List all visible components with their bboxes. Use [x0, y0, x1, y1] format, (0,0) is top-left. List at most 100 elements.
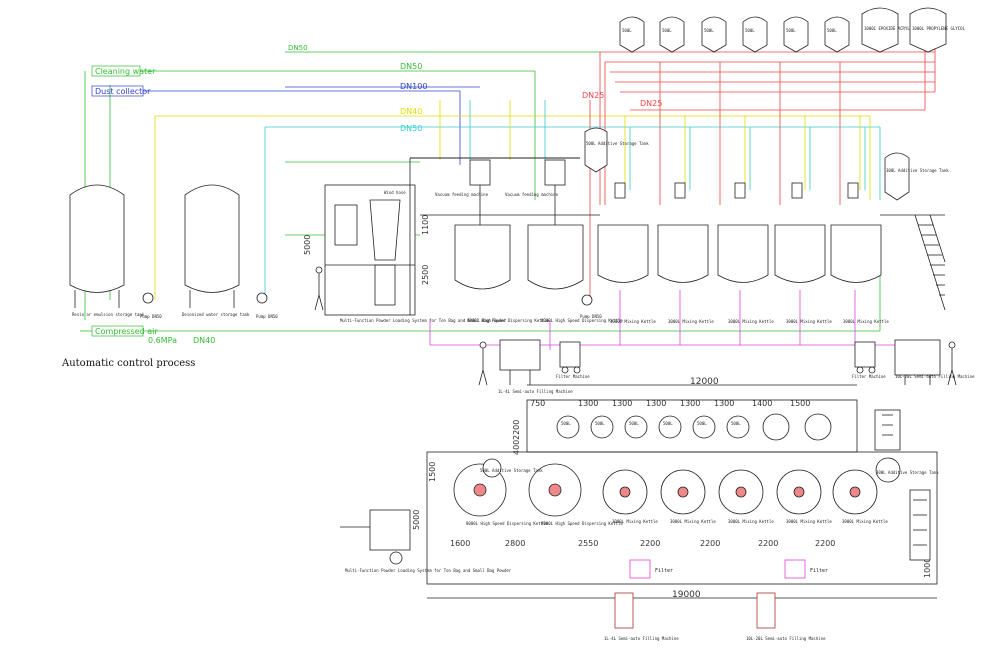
- vacuum-feeding-label: Vacuum feeding machine: [435, 192, 489, 197]
- svg-text:1300: 1300: [680, 399, 700, 408]
- svg-text:3000L Mixing Kettle: 3000L Mixing Kettle: [786, 319, 832, 324]
- plan-mixing-kettle-5: 3000L Mixing Kettle: [832, 469, 888, 524]
- svg-text:1000L EPOXIDE ACRYLIC: 1000L EPOXIDE ACRYLIC: [864, 26, 915, 31]
- svg-text:3000L Mixing Kettle: 3000L Mixing Kettle: [728, 319, 774, 324]
- mixing-kettle-2: 3000L Mixing Kettle: [657, 182, 714, 324]
- plan-length-dim: 19000: [672, 590, 701, 600]
- plan-additive-tank-2: 300L Additive Storage Tank: [875, 457, 939, 483]
- pipe-labels: Cleaning water Dust collector Compressed…: [91, 44, 662, 345]
- mixing-kettle-4: 3000L Mixing Kettle: [774, 182, 832, 324]
- svg-text:Pump DN50: Pump DN50: [256, 314, 278, 319]
- dn50-top-label: DN50: [288, 44, 308, 52]
- filling-machine-1: 1L-4L Semi-auto Filling Machine: [498, 339, 573, 394]
- plan-powder-loading: Multi-Function Powder Loading System for…: [340, 509, 512, 573]
- plan-bottom-dims: 1600 2800 2550 2200 2200 2200 2200: [450, 539, 835, 548]
- top-tank-1: 500L: [619, 16, 645, 53]
- svg-text:8000L High Speed Dispersing Ke: 8000L High Speed Dispersing Kettle: [541, 318, 623, 323]
- plan-width-dim: 12000: [690, 377, 719, 387]
- svg-text:500L: 500L: [786, 28, 796, 33]
- top-tank-7: 1000L EPOXIDE ACRYLIC: [861, 7, 915, 53]
- pump-1: Pump DN50: [140, 292, 162, 319]
- mixing-kettle-3: 3000L Mixing Kettle: [717, 182, 774, 324]
- additive-storage-tank-1: 500L Additive Storage Tank: [584, 127, 649, 173]
- dn40-label: DN40: [193, 336, 215, 345]
- svg-text:1300: 1300: [612, 399, 632, 408]
- svg-text:500L: 500L: [663, 421, 673, 426]
- svg-text:2550: 2550: [578, 539, 598, 548]
- compressed-air-label: Compressed air: [95, 327, 158, 336]
- top-tank-8: 1000L PROPYLENE GLYCOL: [909, 7, 966, 53]
- svg-text:500L Additive Storage Tank: 500L Additive Storage Tank: [480, 468, 543, 473]
- operator-figure-3: [947, 341, 957, 386]
- svg-text:500L: 500L: [827, 28, 837, 33]
- svg-text:1000L PROPYLENE GLYCOL: 1000L PROPYLENE GLYCOL: [912, 26, 966, 31]
- mixing-kettle-5: 3000L Mixing Kettle: [830, 182, 889, 324]
- dispersing-kettle-2: 8000L High Speed Dispersing Kettle: [527, 159, 623, 323]
- svg-text:3000L Mixing Kettle: 3000L Mixing Kettle: [843, 319, 889, 324]
- plan-stairs: [874, 409, 931, 561]
- cleaning-water-label: Cleaning water: [95, 67, 156, 76]
- svg-text:Pump DN50: Pump DN50: [140, 314, 162, 319]
- stairs-elevation: [914, 214, 946, 311]
- process-title: Automatic control process: [62, 358, 196, 369]
- plan-filling-machine-1: 1L-4L Semi-auto Filling Machine: [604, 592, 679, 641]
- svg-text:8000L High Speed Dispersing Ke: 8000L High Speed Dispersing Kettle: [467, 318, 549, 323]
- svg-text:2200: 2200: [640, 539, 660, 548]
- pump-2: Pump DN50: [256, 292, 278, 319]
- svg-text:10L-20L Semi-auto Filling Mach: 10L-20L Semi-auto Filling Machine: [895, 374, 975, 379]
- operator-figure-2: [478, 341, 488, 386]
- svg-text:Deionized water storage tank: Deionized water storage tank: [182, 312, 250, 317]
- svg-text:1L-4L Semi-auto Filling Machin: 1L-4L Semi-auto Filling Machine: [498, 389, 573, 394]
- svg-text:Pump DN50: Pump DN50: [580, 314, 602, 319]
- dust-collector-label: Dust collector: [95, 87, 151, 96]
- svg-text:8000L High Speed Dispersing Ke: 8000L High Speed Dispersing Kettle: [466, 521, 548, 526]
- svg-text:2800: 2800: [505, 539, 525, 548]
- dn25-a-label: DN25: [582, 91, 604, 100]
- svg-text:1300: 1300: [714, 399, 734, 408]
- height-1100: 1100: [421, 215, 430, 235]
- svg-text:500L: 500L: [662, 28, 672, 33]
- svg-text:3000L Mixing Kettle: 3000L Mixing Kettle: [842, 519, 888, 524]
- svg-text:Filter Machine: Filter Machine: [556, 374, 590, 379]
- dn40-yellow-label: DN40: [400, 107, 422, 116]
- plan-mixing-kettle-2: 3000L Mixing Kettle: [660, 469, 716, 524]
- svg-text:500L: 500L: [704, 28, 714, 33]
- plan-additive-tank-1: 500L Additive Storage Tank: [480, 458, 543, 478]
- svg-text:5000: 5000: [412, 510, 421, 530]
- svg-text:1300: 1300: [646, 399, 666, 408]
- plan-filter-2: Filter: [784, 559, 828, 579]
- height-5000: 5000: [303, 235, 312, 255]
- dn100-label: DN100: [400, 82, 427, 91]
- svg-text:300L Additive Storage Tank: 300L Additive Storage Tank: [886, 168, 949, 173]
- svg-text:500L: 500L: [745, 28, 755, 33]
- dispersing-kettle-1: 8000L High Speed Dispersing Kettle: [454, 159, 549, 323]
- svg-text:3000L Mixing Kettle: 3000L Mixing Kettle: [670, 519, 716, 524]
- pipe-network: [80, 40, 936, 350]
- plan-top-dims: 750 1300 1300 1300 1300 1300 1400 1500: [530, 399, 810, 408]
- dn50-cyan-label: DN50: [400, 124, 422, 133]
- svg-text:1500: 1500: [790, 399, 810, 408]
- svg-text:Filter: Filter: [655, 568, 673, 574]
- plan-top-tanks: 500L 500L 500L 500L 500L 500L: [556, 413, 832, 441]
- plan-view: 12000 19000 750 1300 1300 1300 1300 1300…: [340, 377, 939, 641]
- top-tank-5: 500L: [783, 16, 809, 53]
- plan-filling-machine-2: 10L-20L Semi-auto Filling Machine: [746, 592, 826, 641]
- svg-text:2200: 2200: [700, 539, 720, 548]
- top-tank-4: 500L: [742, 16, 768, 53]
- operator-figure-1: [314, 266, 324, 311]
- svg-text:2200: 2200: [512, 420, 521, 440]
- svg-text:1500: 1500: [428, 462, 437, 482]
- top-tanks: 500L 500L 500L 500L 500L 500L 1000L EPOX…: [619, 7, 966, 53]
- svg-text:300L Additive Storage Tank: 300L Additive Storage Tank: [876, 470, 939, 475]
- svg-text:750: 750: [530, 399, 545, 408]
- additive-storage-tank-2: 300L Additive Storage Tank: [884, 152, 949, 201]
- svg-text:400: 400: [512, 440, 521, 455]
- wind-hose-label: Wind hose: [384, 190, 406, 195]
- top-tank-3: 500L: [701, 16, 727, 53]
- plan-mixing-kettle-4: 3000L Mixing Kettle: [776, 469, 832, 524]
- elevation-view: Resin or emulsion storage tank Deionized…: [69, 127, 975, 394]
- plan-side-dims: 2200 400 1500 5000 1000: [412, 420, 932, 578]
- svg-text:500L: 500L: [697, 421, 707, 426]
- svg-text:3000L Mixing Kettle: 3000L Mixing Kettle: [612, 519, 658, 524]
